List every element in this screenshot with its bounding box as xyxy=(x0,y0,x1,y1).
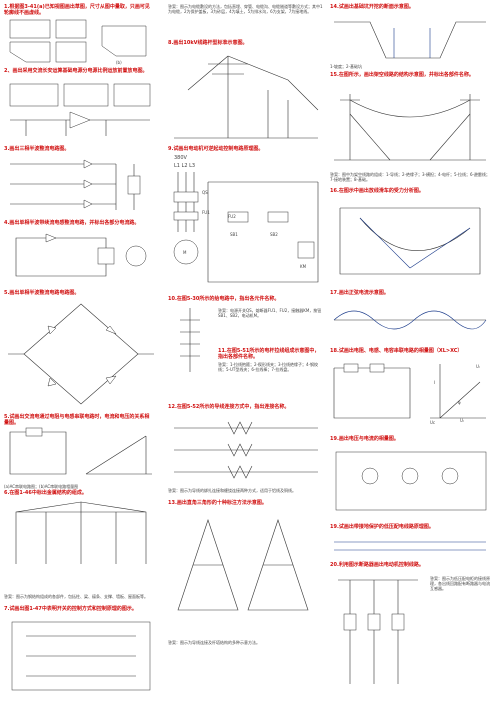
answer-11: 答案：1-拉线抱箍；2-楔形线夹；3-拉线绝缘子；4-钢绞线；5-UT型线夹；6… xyxy=(218,362,318,372)
question-9: 9.试画出电动机可逆起动控制电路原理图。 xyxy=(168,146,264,152)
phase-labels: L1 L2 L3 xyxy=(174,163,196,169)
voltage-label: 380V xyxy=(174,155,187,161)
question-15: 15.在图所示，画出架空线路的结构示意图，并标出各部件名称。 xyxy=(330,72,474,78)
question-11: 11.在图5-51所示的电杆拉线组成示意图中，指出各部件名称。 xyxy=(218,348,320,360)
pulley-force-diagram xyxy=(339,207,481,275)
question-6: 5.试画出交流电通过电阻与电感串联电路时，电流和电压的关系相量图。 xyxy=(4,414,150,426)
steel-structure xyxy=(15,501,147,564)
switchgear-diagram xyxy=(338,579,418,684)
pit-label: 1-坡度；2-基础坑 xyxy=(330,64,362,69)
question-18: 18.试画出电阻、电感、电容串联电路的相量图（XL>XC） xyxy=(330,348,463,354)
question-5: 5.画出单相半波整流电路电路图。 xyxy=(4,290,80,296)
question-17: 17.画出正弦电流示意图。 xyxy=(330,290,389,296)
answer-13: 答案：图示为导线连接及杆塔结构的多种示意方法。 xyxy=(168,640,260,645)
answer-top: 答案：图示为电缆敷设的方法，包括直埋、穿管、电缆沟、电缆隧道等敷设方式；其中1为… xyxy=(168,4,323,14)
overhead-line-structure xyxy=(334,94,486,161)
question-12: 12.在图5-52所示的导线连接方式中，指出连接名称。 xyxy=(168,404,290,410)
insulator-drawing xyxy=(180,308,200,372)
question-10: 10.在图5-30所示的给电路中，指出各元件名称。 xyxy=(168,296,280,302)
question-7: 6.在图1-46中标出金属结构的组成。 xyxy=(4,490,87,496)
sb2-label: SB2 xyxy=(270,232,278,237)
motor-control-circuit xyxy=(173,172,319,283)
figure-label-b: (b) xyxy=(116,60,122,65)
question-13: 13.画出直角三角形的十种标注方法示意图。 xyxy=(168,500,267,506)
low-voltage-line xyxy=(334,541,486,551)
bridge-rectifier xyxy=(8,303,154,405)
answer-15: 答案：图中为架空线路的组成：1-导线；2-绝缘子；3-横担；4-电杆；5-拉线；… xyxy=(330,172,490,182)
phasor-label-ur: Uᵣ xyxy=(460,418,464,423)
phasor-label-i: I xyxy=(434,380,436,385)
question-1: 1.根据图3-41(a)已知视图画出草图，尺寸从图中量取，只画可见轮廓线不画虚线… xyxy=(4,4,150,16)
question-3: 3.画出三相半波整流电路图。 xyxy=(4,146,70,152)
question-20: 19.试画出带接地保护的低压配电线路原理图。 xyxy=(330,524,434,530)
question-8: 8.画出10kV线路杆型标准示意图。 xyxy=(168,40,248,46)
sine-wave xyxy=(333,310,487,330)
opamp-circuit xyxy=(9,83,151,136)
answer-22: 答案：图示为低压配电柜的接线原理，各出线回路配有断路器与电流互感器。 xyxy=(430,576,490,591)
fu1-label: FU1 xyxy=(202,210,210,215)
sb1-label: SB1 xyxy=(230,232,238,237)
foundation-pit-section xyxy=(334,21,486,59)
rlc-phasor xyxy=(333,363,486,419)
instrument-circuit xyxy=(335,451,487,511)
question-14: 14.试画出基础坑开挖的断面示意图。 xyxy=(330,4,414,10)
switch-control-drawing xyxy=(11,621,151,691)
fu2-label: FU2 xyxy=(228,214,236,219)
question-2: 2、画出采用交流长安运算基础电源分电源比例运放前置放电图。 xyxy=(4,68,148,74)
motor-label: M xyxy=(183,250,187,255)
answer-12: 答案：图示为导线的绑扎连接和缠绕连接两种方式，适用于铝线及铜线。 xyxy=(168,488,296,493)
middle-column: 答案：图示为电缆敷设的方法，包括直埋、穿管、电缆沟、电缆隧道等敷设方式；其中1为… xyxy=(168,0,328,702)
three-phase-rectifier xyxy=(10,159,141,210)
triangle-drawings xyxy=(177,519,309,611)
question-16: 16.在图示中画出放线滑车的受力分析图。 xyxy=(330,188,424,194)
question-19: 19.画出电压与电流的相量图。 xyxy=(330,436,399,442)
answer-7: 答案：图示为钢结构组成的各部件，包括柱、梁、檩条、支撑、墙板、屋面板等。 xyxy=(4,594,148,599)
qs-label: QS xyxy=(202,190,208,195)
question-8-left: 7.试画出图1-47中表明开关的控制方式和控制原理的图示。 xyxy=(4,606,137,612)
projection-drawing xyxy=(9,19,147,63)
pole-type-drawing xyxy=(174,55,319,139)
phasor-note: (a)AC串联电路图；(b)AC串联电路相量图 xyxy=(4,484,79,489)
question-21: 20.利用图示断路器画出电动机控制线路。 xyxy=(330,562,424,568)
rl-phasor-diagram xyxy=(9,427,152,475)
conductor-joints xyxy=(174,421,318,479)
left-column: 1.根据图3-41(a)已知视图画出草图，尺寸从图中量取，只画可见轮廓线不画虚线… xyxy=(4,0,164,702)
phasor-label-uc: Uс xyxy=(430,420,436,425)
question-4: 4.画出单相半波带续流电感整流电路，并标出各部分电流路。 xyxy=(4,220,140,226)
right-column: 14.试画出基础坑开挖的断面示意图。 1-坡度；2-基础坑 15.在图所示，画出… xyxy=(330,0,490,702)
single-phase-rectifier xyxy=(15,233,147,277)
phasor-label-ul: Uₗ xyxy=(476,364,480,369)
km-label: KM xyxy=(300,264,307,269)
phasor-label-phi: φ xyxy=(458,400,461,405)
answer-10: 答案：电源开关QS，熔断器FU1、FU2，接触器KM，按钮SB1、SB2，电动机… xyxy=(218,308,322,318)
